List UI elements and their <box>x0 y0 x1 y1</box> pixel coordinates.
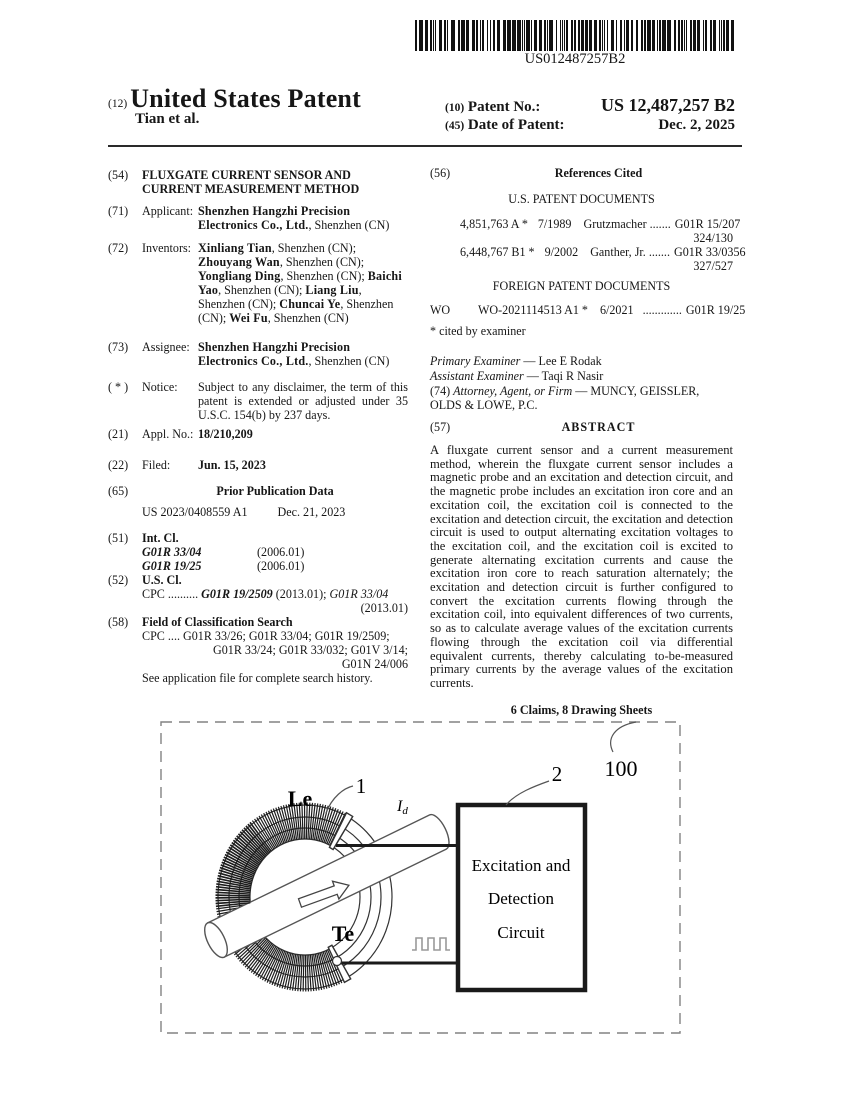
us-ref-row-1: 4,851,763 A * 7/1989 Grutzmacher .......… <box>460 217 741 231</box>
claims-line: 6 Claims, 8 Drawing Sheets <box>510 702 653 717</box>
date-label: (45) Date of Patent: <box>445 117 565 133</box>
search-cpc-1: CPC .... G01R 33/26; G01R 33/04; G01R 19… <box>142 629 390 643</box>
assistant-examiner: Assistant Examiner — Taqi R Nasir <box>430 369 604 383</box>
label-id: Id <box>396 798 408 817</box>
int-cl-row-1: G01R 33/04(2006.01) <box>142 545 305 559</box>
cited-note: * cited by examiner <box>430 324 526 338</box>
label-1: 1 <box>356 774 367 798</box>
excitation-box-line2: Detection <box>488 889 555 908</box>
foreign-ref-row: WO WO-2021114513 A1 * 6/2021 ...........… <box>430 303 746 317</box>
field-73-assignee: (73) Assignee: Shenzhen Hangzhi Precisio… <box>108 340 390 368</box>
field-72-inventors: (72) Inventors: Xinliang Tian, Shenzhen … <box>108 241 408 325</box>
header-right: (10) Patent No.: US 12,487,257 B2 (45) D… <box>445 95 735 133</box>
invention-title: FLUXGATE CURRENT SENSOR AND CURRENT MEAS… <box>142 168 360 196</box>
field-65-prior-pub: (65) Prior Publication Data <box>108 484 334 498</box>
us-cl-cpc: CPC .......... G01R 19/2509 (2013.01); G… <box>142 587 389 601</box>
patent-no-label: (10) Patent No.: <box>445 99 541 115</box>
us-cl-cont: (2013.01) <box>360 601 408 615</box>
kind-code: (12) <box>108 98 128 110</box>
us-patent-docs-heading: U.S. PATENT DOCUMENTS <box>508 192 655 206</box>
leader-2 <box>505 780 550 806</box>
barcode-number: US012487257B2 <box>524 51 626 67</box>
us-ref-row-2b: 327/527 <box>693 259 733 273</box>
label-100: 100 <box>605 756 638 781</box>
terminal-dot <box>331 955 343 967</box>
excitation-box-line1: Excitation and <box>472 856 571 875</box>
label-2: 2 <box>552 762 563 786</box>
field-57-abstract: (57) ABSTRACT <box>430 420 636 434</box>
leader-1 <box>325 785 354 814</box>
attorney: (74) Attorney, Agent, or Firm — MUNCY, G… <box>430 384 700 412</box>
int-cl-row-2: G01R 19/25(2006.01) <box>142 559 305 573</box>
excitation-box-line3: Circuit <box>497 923 544 942</box>
label-te: Te <box>332 921 355 946</box>
label-le: Le <box>288 786 313 811</box>
field-54-title: (54) FLUXGATE CURRENT SENSOR AND CURRENT… <box>108 168 408 196</box>
figure-border <box>160 721 681 1034</box>
barcode-bars <box>415 20 735 51</box>
field-52-us-cl: (52) U.S. Cl. <box>108 573 182 587</box>
date-value: Dec. 2, 2025 <box>658 117 735 133</box>
header-rule <box>108 145 742 147</box>
header-left: (12) United States Patent Tian et al. <box>108 86 361 127</box>
field-21-appl-no: (21) Appl. No.: 18/210,209 <box>108 427 253 441</box>
abstract-text: A fluxgate current sensor and a current … <box>430 443 733 690</box>
right-column: (56) References Cited U.S. PATENT DOCUME… <box>430 166 746 717</box>
search-note: See application file for complete search… <box>142 671 373 685</box>
field-58-search: (58) Field of Classification Search <box>108 615 293 629</box>
page-title: United States Patent <box>130 84 361 113</box>
search-cpc-2: G01R 33/24; G01R 33/032; G01V 3/14; <box>213 643 408 657</box>
primary-examiner: Primary Examiner — Lee E Rodak <box>430 354 602 368</box>
field-notice: ( * ) Notice: Subject to any disclaimer,… <box>108 380 408 422</box>
inventors-list: Xinliang Tian, Shenzhen (CN); Zhouyang W… <box>198 241 402 325</box>
current-direction-arrow <box>297 880 350 909</box>
barcode: US012487257B2 <box>415 20 735 66</box>
us-ref-row-1b: 324/130 <box>693 231 733 245</box>
field-71-applicant: (71) Applicant: Shenzhen Hangzhi Precisi… <box>108 204 390 232</box>
patent-figure: Excitation and Detection Circuit Le Te 1… <box>160 721 681 1034</box>
field-51-int-cl: (51) Int. Cl. <box>108 531 179 545</box>
square-wave-icon <box>412 937 450 951</box>
us-ref-row-2: 6,448,767 B1 * 9/2002 Ganther, Jr. .....… <box>460 245 746 259</box>
field-22-filed: (22) Filed: Jun. 15, 2023 <box>108 458 266 472</box>
left-column: (54) FLUXGATE CURRENT SENSOR AND CURRENT… <box>108 168 408 685</box>
excitation-box <box>455 802 588 993</box>
patent-no-value: US 12,487,257 B2 <box>600 95 735 115</box>
foreign-docs-heading: FOREIGN PATENT DOCUMENTS <box>492 279 671 293</box>
leader-100 <box>610 721 637 753</box>
field-56-refs: (56) References Cited <box>430 166 643 180</box>
search-cpc-3: G01N 24/006 <box>341 657 408 671</box>
inventor-byline: Tian et al. <box>135 111 200 127</box>
